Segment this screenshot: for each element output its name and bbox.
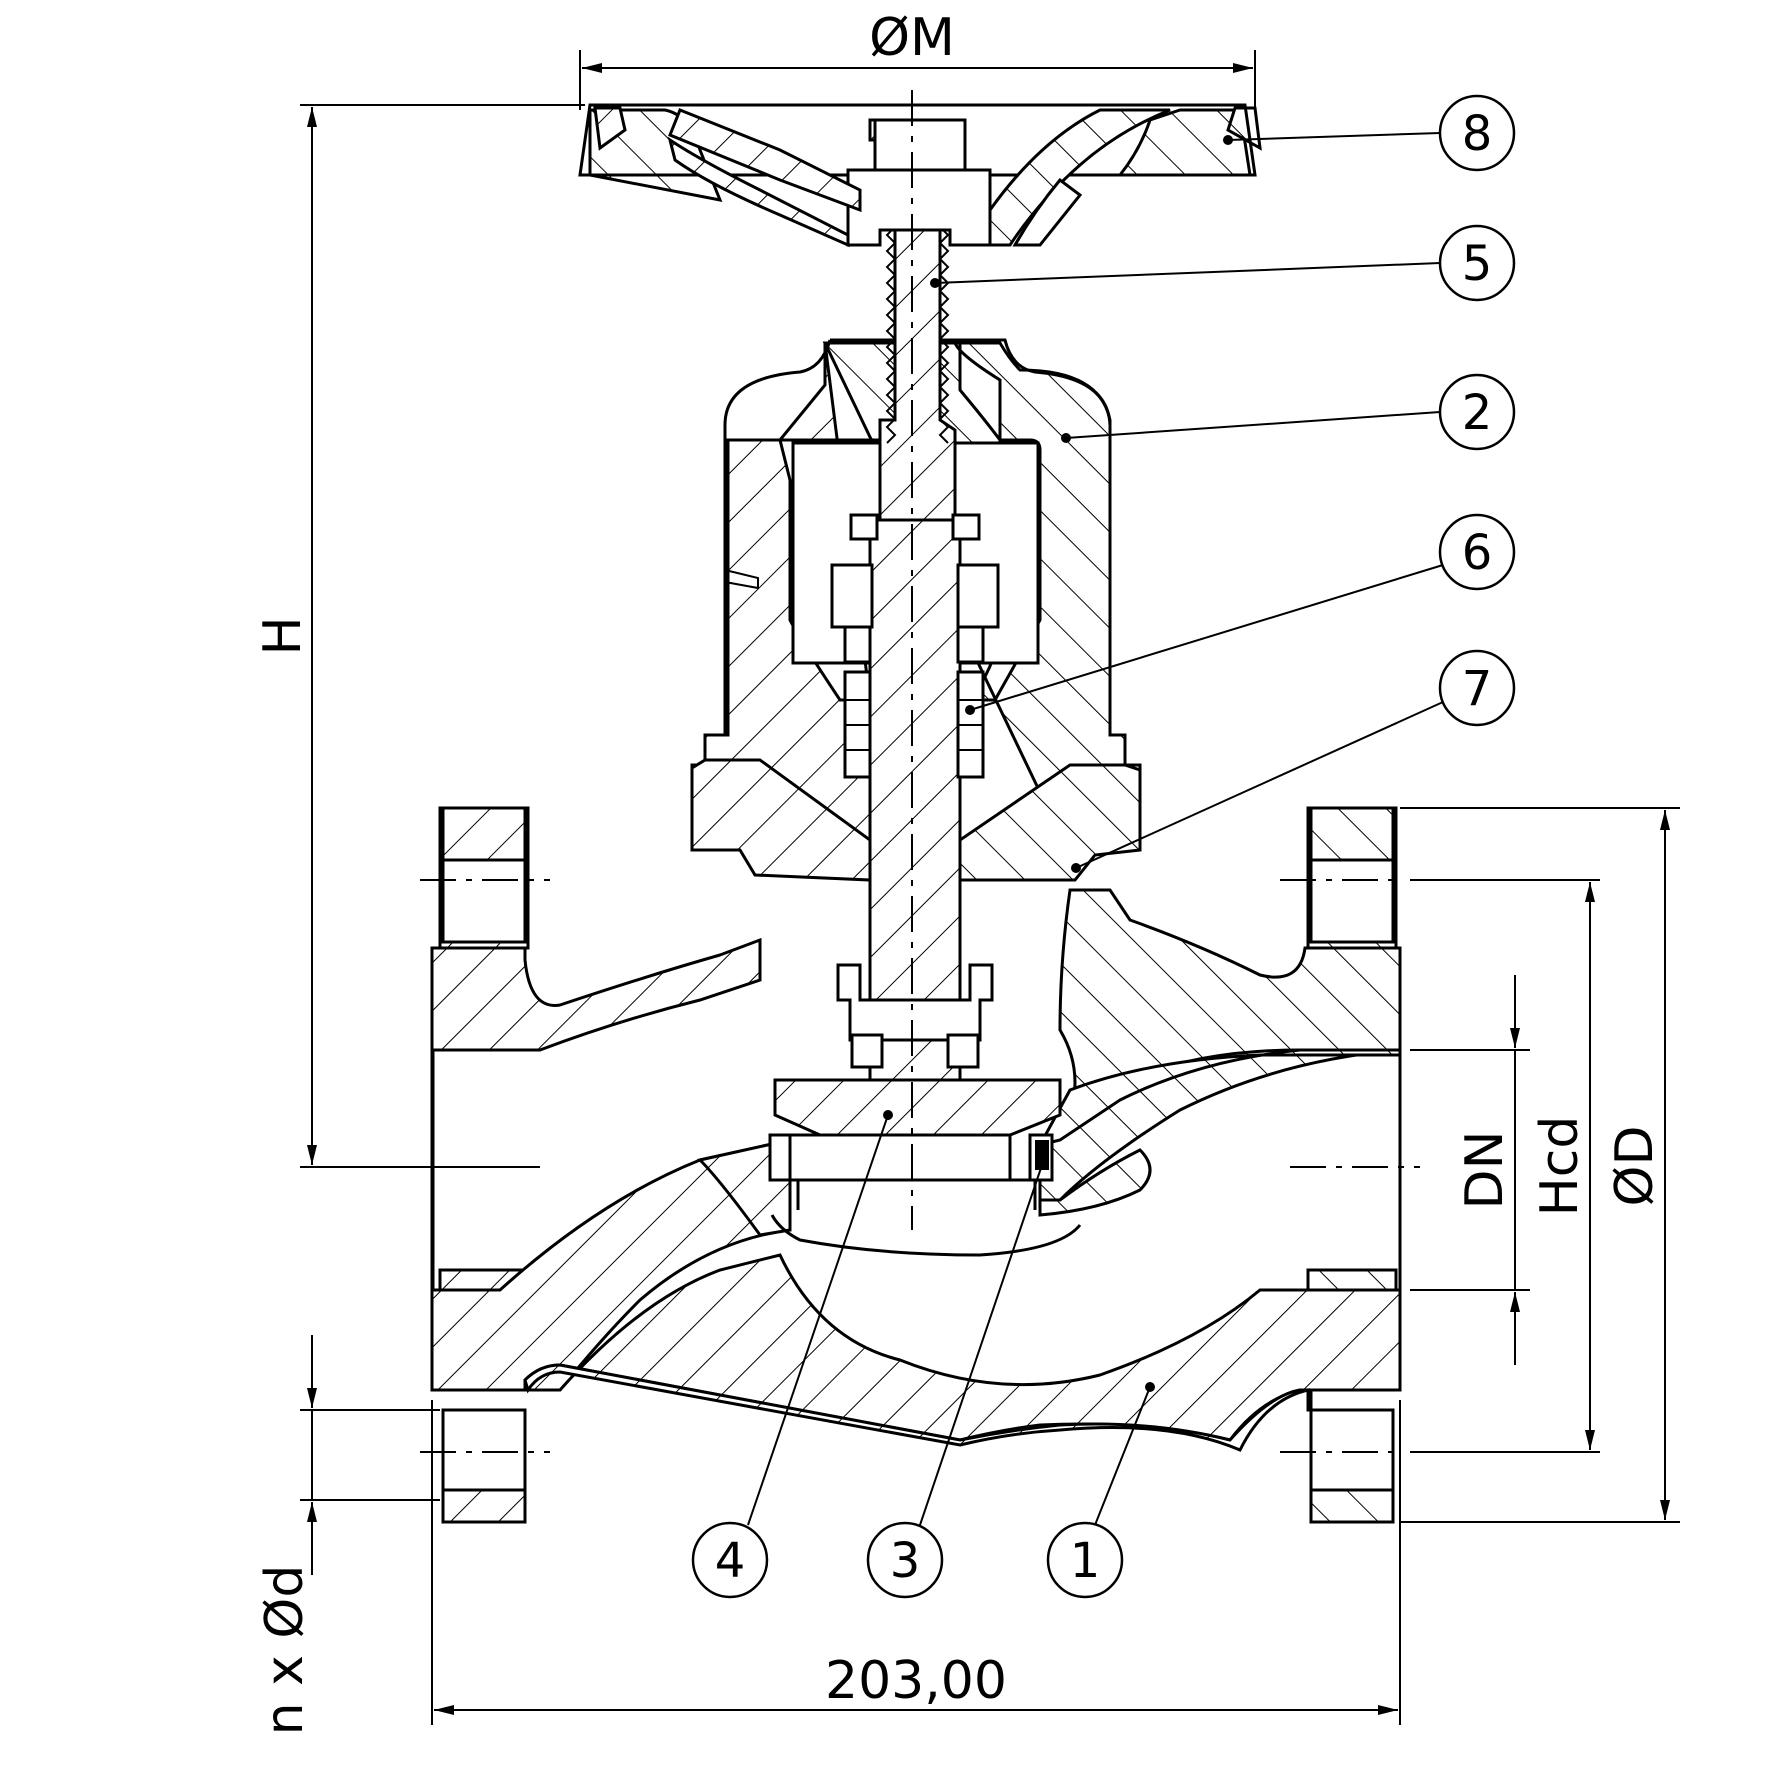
balloon-label-7: 7 xyxy=(1462,661,1493,717)
dimension-flange-thickness: n x Ød xyxy=(255,1335,440,1735)
balloon-label-1: 1 xyxy=(1070,1533,1101,1589)
dim-label-hcd: Hcd xyxy=(1530,1116,1590,1217)
disc-and-seat xyxy=(768,963,1062,1210)
balloon-8: 8 xyxy=(1223,94,1516,172)
packing-gland xyxy=(724,513,1000,779)
valve-body xyxy=(430,806,1402,1524)
balloon-1: 1 xyxy=(1046,1382,1155,1599)
dim-label-bolt-holes: n x Ød xyxy=(255,1565,315,1736)
balloon-3: 3 xyxy=(866,1160,1047,1599)
handwheel xyxy=(578,103,1262,248)
balloon-label-3: 3 xyxy=(890,1533,921,1589)
dimension-hcd: Hcd xyxy=(1410,879,1600,1453)
stem xyxy=(868,118,967,1092)
dimension-phi-d: ØD xyxy=(1400,807,1680,1523)
balloon-7: 7 xyxy=(1071,649,1516,873)
balloon-label-6: 6 xyxy=(1462,525,1493,581)
dim-label-dn: DN xyxy=(1455,1131,1515,1210)
dimension-h: H xyxy=(253,104,585,1168)
dimension-face-to-face: 203,00 xyxy=(431,1400,1401,1725)
balloon-4: 4 xyxy=(691,1110,893,1599)
balloon-label-2: 2 xyxy=(1462,385,1493,441)
dim-label-phi-d: ØD xyxy=(1605,1126,1665,1207)
dim-label-face-to-face: 203,00 xyxy=(825,1651,1007,1711)
balloon-label-8: 8 xyxy=(1462,106,1493,162)
balloon-2: 2 xyxy=(1061,373,1516,451)
balloon-5: 5 xyxy=(930,224,1516,302)
dimension-dn: DN xyxy=(1410,975,1530,1365)
dim-label-phi-m: ØM xyxy=(869,8,955,68)
balloon-6: 6 xyxy=(965,513,1516,715)
dim-label-h: H xyxy=(253,616,313,655)
dimension-phi-m: ØM xyxy=(579,8,1256,110)
balloon-label-4: 4 xyxy=(715,1533,746,1589)
balloon-label-5: 5 xyxy=(1462,236,1493,292)
